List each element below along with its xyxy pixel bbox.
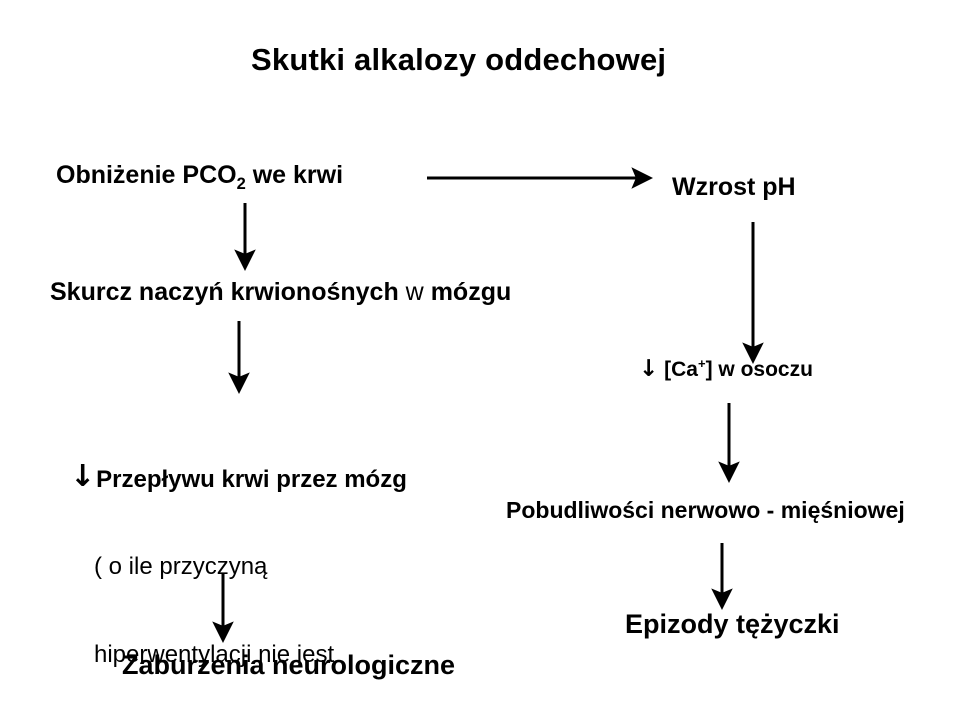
node-vasoconstriction-part3: mózgu — [430, 278, 512, 306]
node-ph: Wzrost pH — [672, 173, 796, 201]
node-vasoconstriction-part1: Skurcz naczyń krwionośnych — [50, 278, 399, 306]
down-arrow-icon: ↓ — [70, 458, 96, 494]
node-cbf-line2: hiperwentylacji nie jest — [94, 641, 335, 669]
node-vasoconstriction-part2: w — [405, 278, 424, 306]
node-excitability: Pobudliwości nerwowo - mięśniowej — [506, 497, 905, 523]
page-title: Skutki alkalozy oddechowej — [251, 42, 667, 77]
node-tetany: Epizody tężyczki — [625, 609, 840, 639]
node-vasoconstriction: Skurcz naczyń krwionośnych w mózgu — [50, 280, 511, 305]
node-cbf: ↓ Przepływu krwi przez mózg ( o ile przy… — [70, 406, 407, 720]
node-calcium: ↓ [Ca+] w osoczu — [639, 356, 813, 382]
node-calcium-text-before: [Ca — [664, 358, 698, 381]
node-pco2-text-after: we krwi — [245, 161, 344, 189]
node-calcium-text-after: ] w osoczu — [705, 358, 813, 381]
node-calcium-superscript: + — [697, 356, 706, 371]
node-pco2-text-before: Obniżenie PCO — [56, 161, 237, 189]
node-neuro: Zaburzenia neurologiczne — [122, 650, 456, 680]
node-pco2: Obniżenie PCO2 we krwi — [56, 161, 344, 193]
node-pco2-subscript: 2 — [236, 175, 246, 193]
node-cbf-line1: ( o ile przyczyną — [94, 553, 268, 581]
node-cbf-heading: Przepływu krwi przez mózg — [96, 465, 407, 493]
down-arrow-icon: ↓ — [639, 356, 659, 382]
